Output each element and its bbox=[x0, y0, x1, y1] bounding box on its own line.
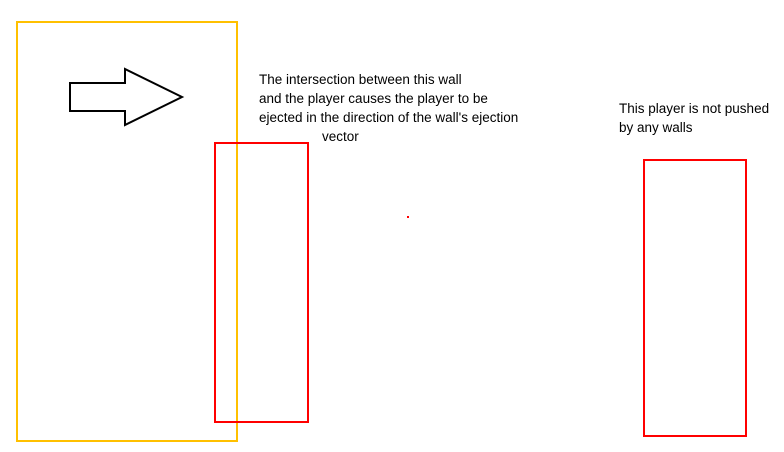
player-box-intersecting bbox=[214, 142, 309, 423]
caption-line: vector bbox=[322, 129, 359, 144]
caption-line: and the player causes the player to be bbox=[259, 91, 488, 106]
wall-box bbox=[16, 21, 238, 442]
caption-line: by any walls bbox=[619, 120, 693, 135]
marker-dot bbox=[407, 216, 409, 218]
intersection-caption: The intersection between this wall and t… bbox=[259, 70, 518, 146]
player-box-free bbox=[643, 159, 747, 437]
caption-line: The intersection between this wall bbox=[259, 72, 462, 87]
caption-line: This player is not pushed bbox=[619, 101, 770, 116]
caption-line: ejected in the direction of the wall's e… bbox=[259, 110, 519, 125]
free-player-caption: This player is not pushed by any walls bbox=[619, 99, 769, 137]
right-arrow-icon bbox=[68, 67, 186, 129]
